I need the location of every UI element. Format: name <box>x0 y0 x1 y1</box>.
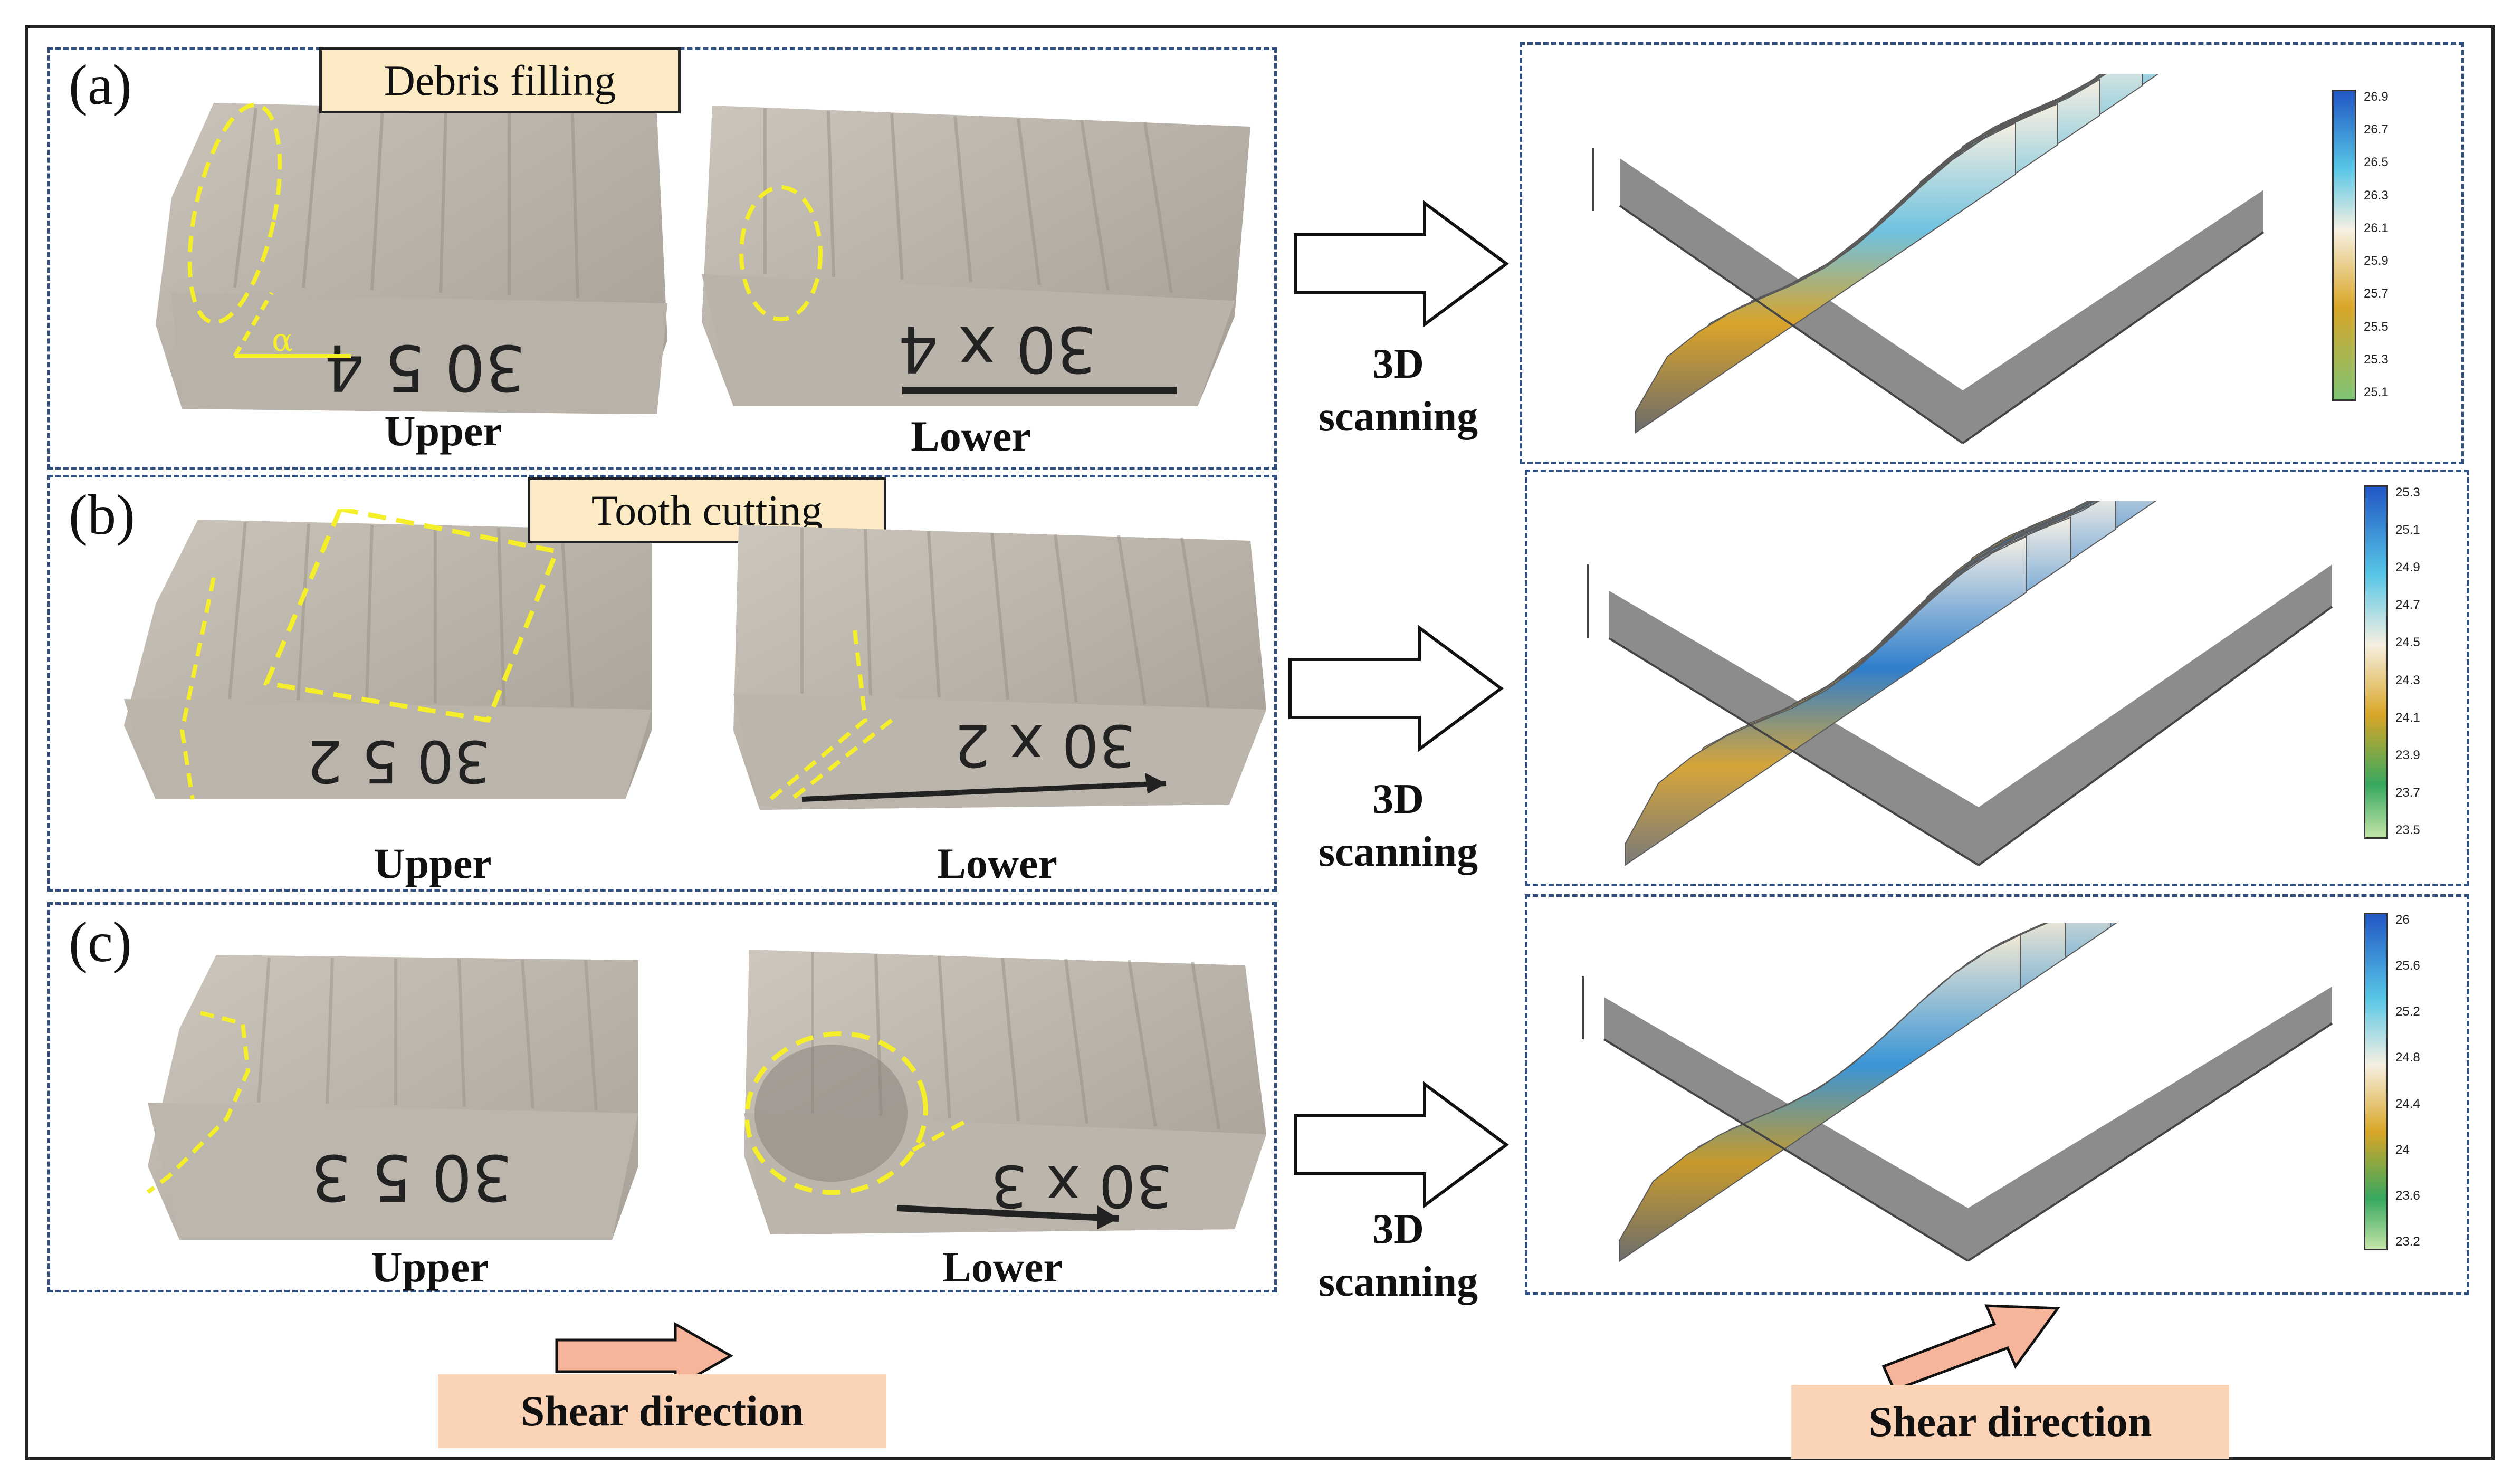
panel-c-upper-specimen: 30 5 3 <box>137 944 644 1245</box>
scan-label-c-line1: 3D <box>1372 1206 1424 1252</box>
shear-direction-right-label: Shear direction <box>1791 1385 2229 1459</box>
colorbar-tick: 23.7 <box>2395 785 2420 800</box>
panel-c-lower-specimen: 30 x 3 <box>739 944 1272 1240</box>
scan-label-b-line1: 3D <box>1372 776 1424 822</box>
colorbar-tick: 23.2 <box>2395 1234 2420 1249</box>
panel-a-scan <box>1520 42 2464 464</box>
colorbar-tick: 24.5 <box>2395 635 2420 650</box>
surface-scan-b <box>1587 501 2333 866</box>
scan-arrow-a <box>1294 200 1509 327</box>
colorbar-tick: 24 <box>2395 1142 2410 1157</box>
specimen-upper-a-image: 30 5 4 α <box>156 102 667 414</box>
colorbar-b <box>2364 485 2388 839</box>
scan-label-c: 3D scanning <box>1287 1203 1509 1308</box>
colorbar-tick: 25.5 <box>2364 319 2389 334</box>
angle-alpha-label: α <box>272 322 293 359</box>
colorbar-tick: 25.3 <box>2364 352 2389 367</box>
scan-label-c-line2: scanning <box>1318 1259 1478 1305</box>
debris-filling-callout: Debris filling <box>319 47 681 113</box>
surface-scan-c <box>1582 923 2333 1262</box>
specimen-upper-c-marking: 30 5 3 <box>311 1140 512 1213</box>
colorbar-tick: 23.5 <box>2395 823 2420 837</box>
scan-label-a-line1: 3D <box>1372 341 1424 387</box>
specimen-lower-b-marking: 30 x 2 <box>954 712 1136 779</box>
specimen-lower-c-marking: 30 x 3 <box>991 1152 1173 1220</box>
panel-b-lower-caption: Lower <box>937 839 1057 887</box>
panel-b-photos <box>47 475 1277 892</box>
specimen-upper-b-marking: 30 5 2 <box>306 727 491 795</box>
colorbar-c <box>2364 913 2388 1250</box>
colorbar-tick: 25.3 <box>2395 485 2420 500</box>
colorbar-tick: 25.7 <box>2364 286 2389 301</box>
panel-b-label: (b) <box>69 484 135 547</box>
colorbar-tick: 25.1 <box>2364 385 2389 399</box>
colorbar-tick: 26.1 <box>2364 221 2389 235</box>
colorbar-c-ticks: 26 25.6 25.2 24.8 24.4 24 23.6 23.2 <box>2395 913 2448 1250</box>
panel-a-lower-specimen: 30 x 4 <box>702 95 1256 411</box>
specimen-lower-b-image: 30 x 2 <box>733 525 1266 810</box>
colorbar-a-ticks: 26.9 26.7 26.5 26.3 26.1 25.9 25.7 25.5 25.3 25.1 <box>2364 90 2417 401</box>
panel-a-lower-caption: Lower <box>911 412 1031 460</box>
figure-frame <box>25 25 2495 1460</box>
colorbar-b-ticks: 25.3 25.1 24.9 24.7 24.5 24.3 24.1 23.9 23.7 23.5 <box>2395 485 2448 839</box>
panel-c-scan <box>1525 894 2469 1295</box>
colorbar-tick: 24.1 <box>2395 710 2420 725</box>
colorbar-tick: 26.9 <box>2364 90 2389 104</box>
shear-arrow-left <box>555 1322 733 1390</box>
panel-a-label: (a) <box>69 54 132 117</box>
specimen-lower-a-marking: 30 x 4 <box>898 312 1096 385</box>
scan-label-a: 3D scanning <box>1287 338 1509 443</box>
surface-ridge <box>1619 933 2021 1262</box>
panel-b-upper-specimen: 30 5 2 <box>124 509 657 805</box>
scan-arrow-b <box>1288 625 1504 752</box>
colorbar-tick: 25.9 <box>2364 254 2389 269</box>
colorbar-tick: 26 <box>2395 913 2410 927</box>
shear-arrow-right <box>1881 1304 2060 1392</box>
panel-c-label: (c) <box>69 911 132 974</box>
panel-c-lower-caption: Lower <box>942 1243 1063 1291</box>
specimen-lower-a-image: 30 x 4 <box>702 106 1250 406</box>
colorbar-tick: 23.6 <box>2395 1188 2420 1203</box>
panel-b-lower-specimen: 30 x 2 <box>728 520 1272 815</box>
colorbar-tick: 24.7 <box>2395 598 2420 612</box>
panel-b-scan <box>1525 470 2469 886</box>
specimen-upper-b-image: 30 5 2 <box>124 509 652 800</box>
surface-ridges-b <box>1625 501 2156 866</box>
surface-ridge <box>1625 535 2027 866</box>
colorbar-tick: 24.4 <box>2395 1096 2420 1111</box>
colorbar-tick: 24.8 <box>2395 1050 2420 1065</box>
surface-scan-a <box>1592 74 2265 444</box>
surface-ridge <box>1635 122 2016 434</box>
colorbar-a <box>2332 90 2356 401</box>
panel-c-upper-caption: Upper <box>371 1243 489 1291</box>
panel-c-photos <box>47 902 1277 1292</box>
scan-label-b-line2: scanning <box>1318 829 1478 875</box>
specimen-lower-c-image: 30 x 3 <box>744 950 1266 1234</box>
colorbar-tick: 25.2 <box>2395 1004 2420 1019</box>
scan-arrow-c <box>1294 1081 1509 1208</box>
colorbar-tick: 25.6 <box>2395 959 2420 973</box>
colorbar-tick: 23.9 <box>2395 748 2420 762</box>
panel-a-upper-caption: Upper <box>384 407 502 455</box>
specimen-upper-c-image: 30 5 3 <box>146 955 638 1240</box>
panel-b-upper-caption: Upper <box>374 839 492 887</box>
colorbar-tick: 24.3 <box>2395 673 2420 687</box>
colorbar-tick: 26.3 <box>2364 188 2389 203</box>
surface-ridges-a <box>1635 74 2160 434</box>
colorbar-tick: 25.1 <box>2395 523 2420 538</box>
colorbar-tick: 26.5 <box>2364 155 2389 170</box>
scan-label-b: 3D scanning <box>1287 773 1509 878</box>
surface-ridges-c <box>1619 923 2117 1262</box>
colorbar-tick: 26.7 <box>2364 122 2389 137</box>
colorbar-tick: 24.9 <box>2395 560 2420 575</box>
specimen-upper-a-marking: 30 5 4 <box>324 330 526 404</box>
panel-a-upper-specimen: 30 5 4 α <box>150 92 667 419</box>
scan-label-a-line2: scanning <box>1318 394 1478 440</box>
shear-direction-left-label: Shear direction <box>438 1374 886 1448</box>
